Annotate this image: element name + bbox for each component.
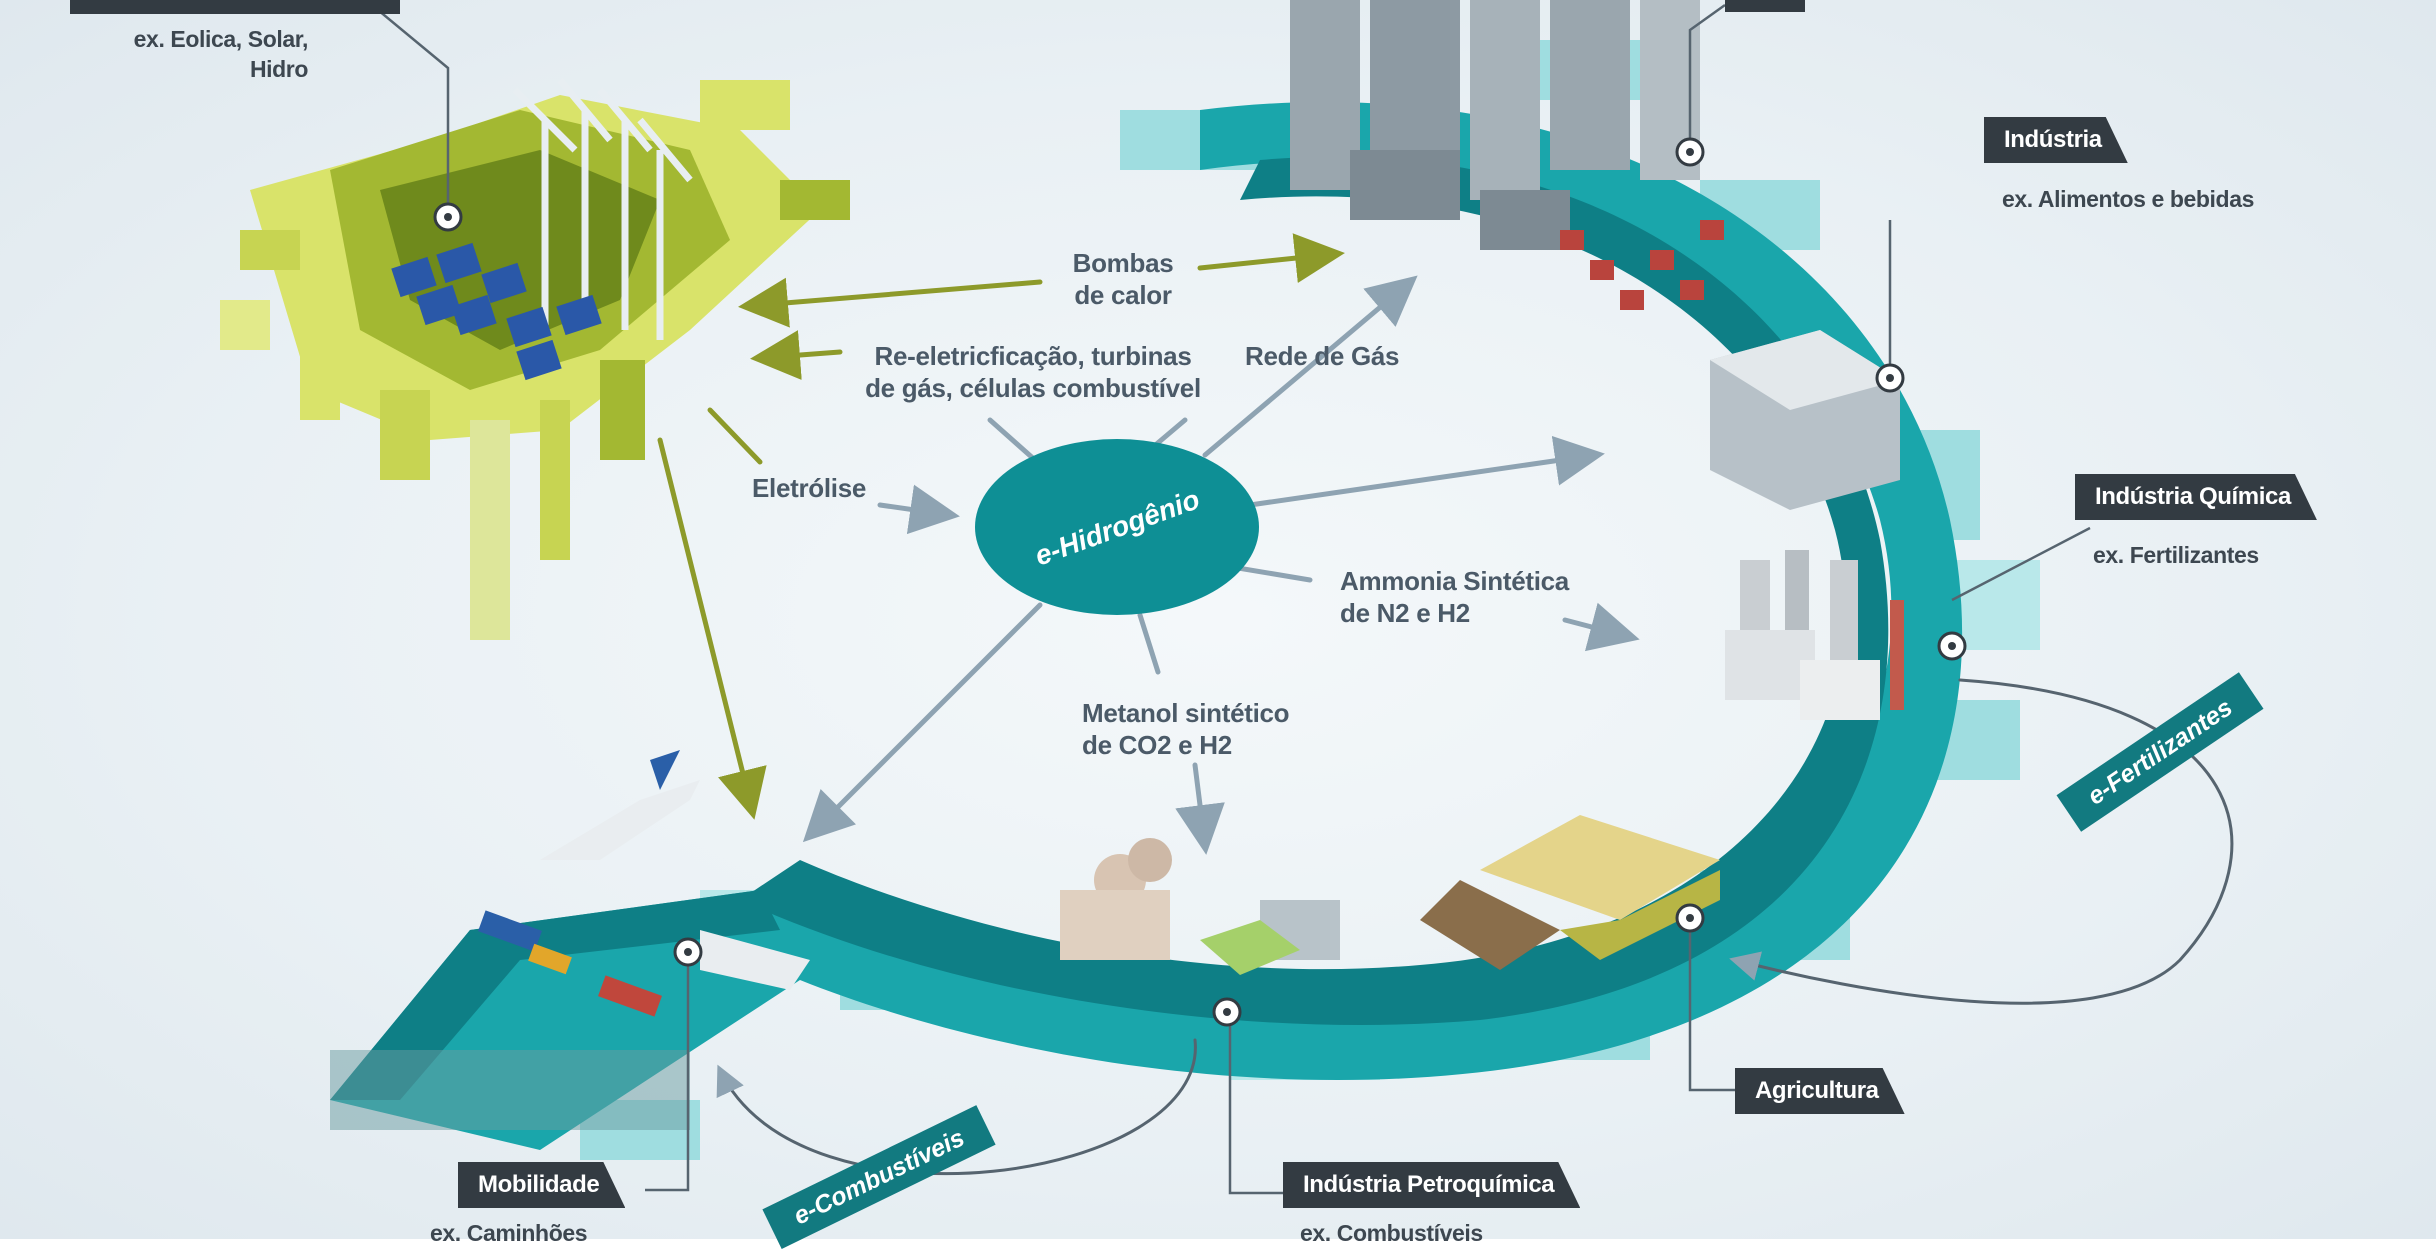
label-eletrolise: Eletrólise (752, 473, 867, 503)
arrow-ammonia (1562, 602, 1640, 652)
arrow-bombas-to-city (1197, 233, 1345, 283)
farm-field (1420, 815, 1720, 970)
mobilidade-tag: Mobilidade (458, 1162, 625, 1208)
solar-panels (391, 242, 602, 381)
label-metanol: Metanol sintético de CO2 e H2 (1082, 698, 1290, 760)
arrow-center-to-metanol (1137, 612, 1161, 675)
arrow-to-mobility (802, 602, 1043, 843)
chemical-plant (1725, 550, 1904, 720)
label-rede-gas: Rede de Gás (1245, 341, 1400, 371)
leader-lines (377, 3, 2091, 1195)
city-skyline (1290, 0, 1724, 310)
factory-industry (1710, 330, 1900, 510)
petroquimica-example: ex. Combustíveis (1300, 1220, 1483, 1246)
renewables-example: ex. Eolica, Solar, Hidro (133, 26, 309, 82)
arrow-center-to-reeletrificacao (987, 417, 1038, 463)
arrow-renewables-to-eletrolise (707, 407, 763, 465)
petroquimica-tag: Indústria Petroquímica (1283, 1162, 1580, 1208)
mobilidade-example: ex. Caminhões (430, 1220, 588, 1246)
arrow-metanol (1175, 762, 1225, 855)
transport-vehicles (478, 750, 810, 1017)
city-tag-shape (1725, 0, 1805, 12)
petrochemical-plant (1060, 838, 1340, 975)
wind-turbines (512, 77, 693, 340)
arrow-renewables-to-mobility (657, 437, 767, 820)
arrow-reeletrificacao (750, 330, 843, 380)
loop-combustiveis (716, 1038, 1197, 1176)
teal-ring (330, 40, 2040, 1160)
industria-example: ex. Alimentos e bebidas (2002, 186, 2254, 212)
quimica-example: ex. Fertilizantes (2093, 542, 2259, 568)
arrow-rede-gas (1202, 275, 1418, 458)
flow-arrows (657, 233, 2234, 1176)
arrow-bombas-to-renewables (738, 277, 1043, 328)
label-bombas-calor: Bombas de calor (1072, 248, 1174, 310)
arrow-eletrolise (877, 484, 960, 535)
label-ammonia: Ammonia Sintética de N2 e H2 (1340, 566, 1569, 628)
location-pins (433, 137, 1967, 1027)
label-reeletrificacao: Re-eletricficação, turbinas de gás, célu… (865, 341, 1201, 403)
agricultura-tag: Agricultura (1735, 1068, 1905, 1114)
renewables-tag-shape (70, 0, 400, 14)
arrow-to-industry (1247, 435, 1605, 508)
industria-tag: Indústria (1984, 117, 2128, 163)
hydrogen-node: e-Hidrogênio (975, 439, 1259, 615)
quimica-tag: Indústria Química (2075, 474, 2317, 520)
